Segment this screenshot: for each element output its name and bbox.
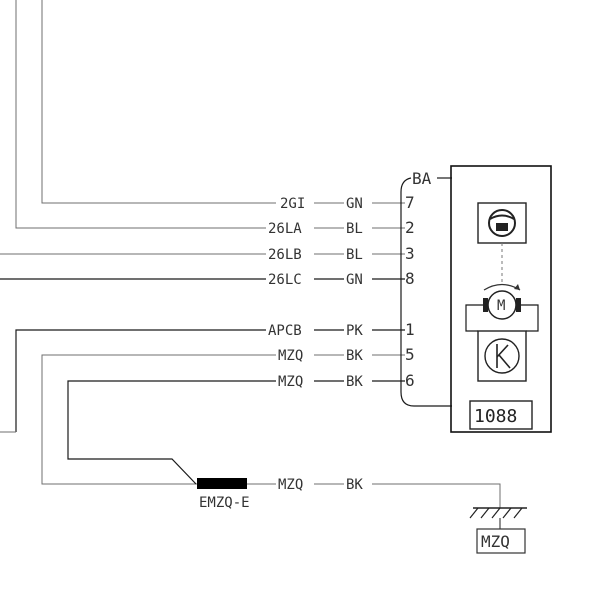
motor-label: M bbox=[497, 298, 505, 314]
component-outline bbox=[450, 165, 552, 433]
pin-number: 8 bbox=[405, 269, 415, 288]
component-id: 1088 bbox=[474, 406, 517, 427]
pin-number: 2 bbox=[405, 218, 415, 237]
wire-label-circuit: 26LA bbox=[268, 221, 302, 237]
splice-label: EMZQ-E bbox=[199, 495, 250, 511]
wire-label-color: GN bbox=[346, 272, 363, 288]
ground-wire-circuit: MZQ bbox=[278, 477, 303, 493]
connector-label: BA bbox=[412, 169, 432, 188]
wire-label-circuit: 26LC bbox=[268, 272, 302, 288]
pin-number: 5 bbox=[405, 345, 415, 364]
wire-label-circuit: MZQ bbox=[278, 374, 303, 390]
pin-number: 3 bbox=[405, 244, 415, 263]
wire-label-color: GN bbox=[346, 196, 363, 212]
component-id-box bbox=[469, 400, 533, 430]
pin-number: 1 bbox=[405, 320, 415, 339]
wire-label-color: BL bbox=[346, 221, 363, 237]
wire-label-color: BK bbox=[346, 348, 363, 364]
wire-labels: 2GI GN 26LA BL 26LB BL 26LC GN APCB PK M… bbox=[266, 194, 372, 493]
wire-26la bbox=[15, 0, 405, 229]
wire-label-circuit: MZQ bbox=[278, 348, 303, 364]
k-module-icon bbox=[477, 330, 527, 382]
connector-ba: BA 7 2 3 8 1 5 6 bbox=[400, 169, 452, 407]
wire-label-circuit: 26LB bbox=[268, 247, 302, 263]
wire-label-circuit: APCB bbox=[268, 323, 302, 339]
wire-mzq-5 bbox=[41, 354, 405, 485]
splice: EMZQ-E bbox=[197, 478, 250, 511]
steering-wheel-icon bbox=[477, 202, 527, 244]
component-box: M 1088 bbox=[450, 165, 552, 433]
wire-mzq-6 bbox=[67, 380, 405, 485]
splice-bar bbox=[197, 478, 247, 489]
wire-label-color: PK bbox=[346, 323, 363, 339]
wire-ground-run bbox=[247, 483, 501, 508]
ground-wire-color: BK bbox=[346, 477, 363, 493]
pin-number: 6 bbox=[405, 371, 415, 390]
motor-icon: M bbox=[483, 283, 521, 320]
connector-bracket bbox=[400, 177, 452, 407]
wire-paths bbox=[0, 0, 501, 508]
wire-2gi bbox=[41, 0, 405, 204]
ground-label-box bbox=[476, 528, 526, 554]
ground-icon: MZQ bbox=[469, 507, 527, 554]
wire-label-circuit: 2GI bbox=[280, 196, 305, 212]
pin-number: 7 bbox=[405, 193, 415, 212]
wire-label-color: BL bbox=[346, 247, 363, 263]
ground-label: MZQ bbox=[481, 532, 510, 551]
wire-label-color: BK bbox=[346, 374, 363, 390]
